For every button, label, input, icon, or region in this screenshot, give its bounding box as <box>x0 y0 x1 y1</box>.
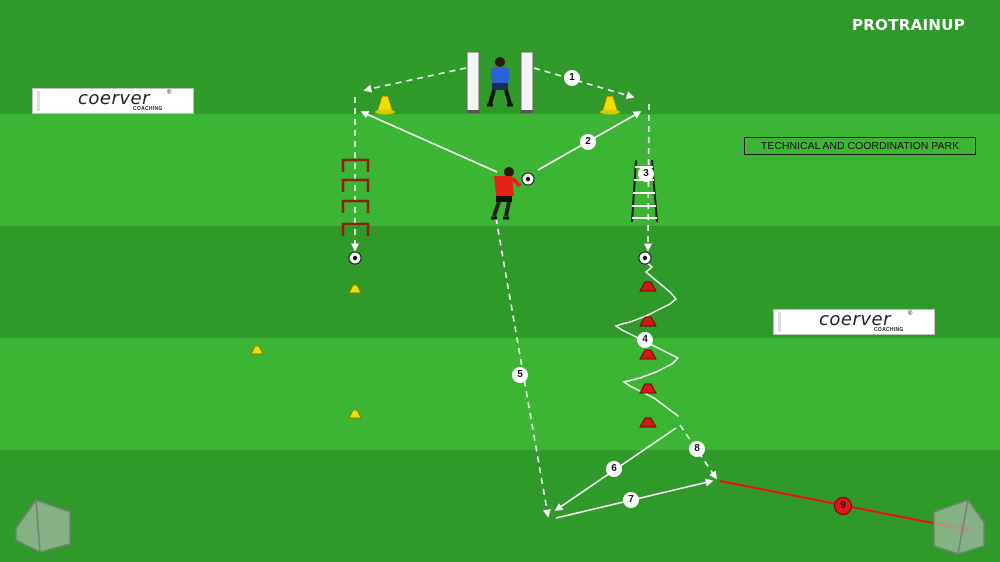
step-8-badge: 8 <box>689 441 705 457</box>
sponsor-board: coerver ® COACHING <box>773 309 935 335</box>
park-label: TECHNICAL AND COORDINATION PARK <box>744 137 976 155</box>
step-2-badge: 2 <box>580 134 596 150</box>
mini-goal-icon <box>15 499 71 553</box>
step-7-badge: 7 <box>623 492 639 508</box>
mini-goal-icon <box>933 499 985 555</box>
step-3-badge: 3 <box>638 166 654 182</box>
run-paths <box>351 67 717 518</box>
mannequin-icon <box>466 51 534 113</box>
brand-logo: PROTRAINUP <box>852 16 965 34</box>
step-1-badge: 1 <box>564 70 580 86</box>
player-red-icon <box>491 167 522 220</box>
cone-icon <box>250 95 620 419</box>
step-6-badge: 6 <box>606 461 622 477</box>
sponsor-subtitle: COACHING <box>874 327 904 333</box>
sponsor-wordmark: coerver <box>77 88 150 109</box>
sponsor-wordmark: coerver <box>818 309 891 330</box>
sponsor-registered: ® <box>167 90 172 96</box>
ball-icon <box>348 172 652 265</box>
step-5-badge: 5 <box>512 367 528 383</box>
cone-icon <box>639 281 657 428</box>
step-4-badge: 4 <box>637 332 653 348</box>
player-blue-icon <box>487 57 513 107</box>
sponsor-subtitle: COACHING <box>133 106 163 112</box>
step-9-badge: 9 <box>835 498 851 514</box>
sponsor-board: coerver ® COACHING <box>32 88 194 114</box>
sponsor-registered: ® <box>908 311 913 317</box>
hurdle-icon <box>341 158 370 236</box>
